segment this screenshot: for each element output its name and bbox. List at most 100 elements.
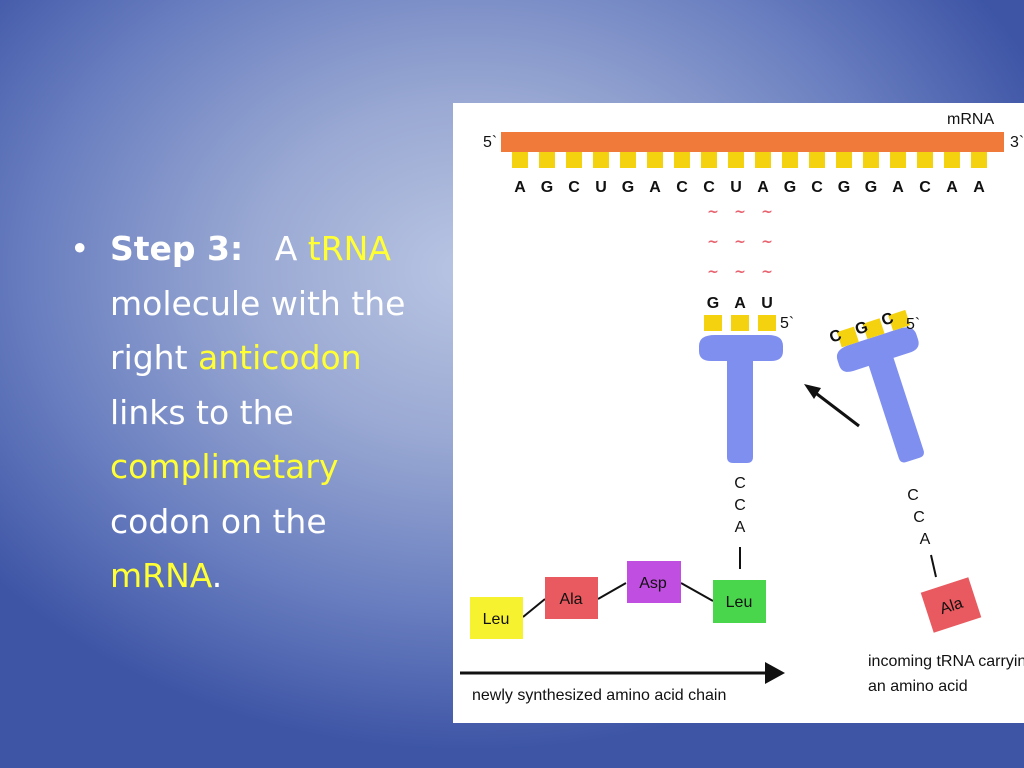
incoming-direction-arrow xyxy=(804,384,860,428)
bound-anticodon-letter: A xyxy=(734,295,746,312)
pairing-mark: ~ xyxy=(734,264,746,280)
mrna-base-tab xyxy=(674,152,690,168)
mrna-base-tab xyxy=(917,152,933,168)
mrna-base-letter: G xyxy=(622,179,634,196)
amino-acid-leu-1 xyxy=(470,597,523,639)
slide-text-block: • Step 3: A tRNA molecule with the right… xyxy=(70,222,450,604)
bound-anticodon-letter: G xyxy=(707,295,719,312)
highlight-complimetary: complimetary xyxy=(110,447,339,486)
bound-trna-tail: CCA xyxy=(734,475,746,536)
mrna-base-tab xyxy=(809,152,825,168)
mrna-base-letter: C xyxy=(919,179,931,196)
bound-anticodon-five-prime: 5` xyxy=(780,315,794,332)
mrna-base-tab xyxy=(890,152,906,168)
mrna-base-letter: U xyxy=(730,179,742,196)
mrna-base-tab xyxy=(728,152,744,168)
bound-anticodon-tab xyxy=(704,315,722,331)
bound-trna-shape xyxy=(699,335,783,463)
pairing-mark: ~ xyxy=(761,234,773,250)
mrna-base-letter: A xyxy=(757,179,769,196)
amino-acid-ala-label: Ala xyxy=(559,591,582,608)
step-label: Step 3: xyxy=(110,229,244,268)
codon-pairing-marks: ~~~~~~~~~ xyxy=(707,204,773,280)
pairing-mark: ~ xyxy=(761,204,773,220)
incoming-amino-acid-label: Ala xyxy=(938,595,965,618)
mrna-base-tab xyxy=(539,152,555,168)
pairing-mark: ~ xyxy=(734,234,746,250)
mrna-base-letter: A xyxy=(973,179,985,196)
amino-acid-leu-1-label: Leu xyxy=(483,611,510,628)
bound-anticodon-letter: U xyxy=(761,295,773,312)
bound-anticodon-tab xyxy=(731,315,749,331)
mrna-strand xyxy=(501,132,1004,152)
mrna-base-tab xyxy=(782,152,798,168)
text-line-2: molecule with the xyxy=(110,283,406,323)
chain-caption: newly synthesized amino acid chain xyxy=(472,687,726,704)
pairing-mark: ~ xyxy=(734,204,746,220)
mrna-base-letter: U xyxy=(595,179,607,196)
text-line-1: Step 3: A tRNA xyxy=(70,222,450,277)
mrna-five-prime-label: 5` xyxy=(483,134,497,151)
incoming-tail-letter: C xyxy=(913,509,925,526)
highlight-trna: tRNA xyxy=(307,229,391,268)
amino-acid-leu-2-label: Leu xyxy=(726,594,753,611)
incoming-anticodon-tab xyxy=(888,309,911,331)
mrna-base-tab xyxy=(647,152,663,168)
mrna-base-letter: A xyxy=(946,179,958,196)
incoming-anticodon-tab xyxy=(836,326,859,348)
incoming-caption-line-2: an amino acid xyxy=(868,678,968,695)
chain-direction-arrow xyxy=(460,662,785,684)
mrna-base-tab xyxy=(836,152,852,168)
mrna-base-letter: C xyxy=(703,179,715,196)
text-right: right xyxy=(110,338,199,377)
incoming-trna-shape xyxy=(836,327,924,463)
pairing-mark: ~ xyxy=(707,234,719,250)
mrna-base-letter: A xyxy=(892,179,904,196)
bound-tail-letter: C xyxy=(734,475,746,492)
bullet-point: • xyxy=(70,229,90,268)
incoming-trna-link xyxy=(930,554,937,578)
mrna-base-letter: C xyxy=(568,179,580,196)
text-line-6: codon on the xyxy=(110,501,327,541)
text-line-4: links to the xyxy=(110,392,294,432)
amino-acid-asp-label: Asp xyxy=(639,575,667,592)
incoming-anticodon-letter: C xyxy=(879,310,896,330)
incoming-tail-letter: C xyxy=(907,487,919,504)
mrna-base-tab xyxy=(971,152,987,168)
mrna-base-letter: C xyxy=(676,179,688,196)
text-period: . xyxy=(211,556,223,595)
incoming-anticodon-tabs xyxy=(836,309,911,348)
mrna-base-letter: G xyxy=(784,179,796,196)
mrna-base-tab xyxy=(944,152,960,168)
mrna-base-tab xyxy=(620,152,636,168)
mrna-base-tab xyxy=(701,152,717,168)
mrna-base-letter: G xyxy=(865,179,877,196)
mrna-base-letter: A xyxy=(649,179,661,196)
amino-acid-leu-2 xyxy=(713,580,766,623)
mrna-base-letter: G xyxy=(541,179,553,196)
incoming-anticodon-five-prime: 5` xyxy=(906,316,920,333)
mrna-base-tab xyxy=(593,152,609,168)
text-line-7: mRNA. xyxy=(70,549,450,604)
amino-acid-asp xyxy=(627,561,681,603)
mrna-base-tab xyxy=(566,152,582,168)
mrna-label: mRNA xyxy=(947,111,994,128)
amino-acid-ala xyxy=(545,577,598,619)
bound-tail-letter: C xyxy=(734,497,746,514)
incoming-anticodon-letter: G xyxy=(853,319,870,339)
incoming-amino-acid: Ala xyxy=(920,577,982,633)
incoming-anticodon-tab xyxy=(862,318,885,340)
mrna-base-letter: G xyxy=(838,179,850,196)
mrna-base-tab xyxy=(755,152,771,168)
bound-anticodon-tab xyxy=(758,315,776,331)
highlight-mrna: mRNA xyxy=(110,556,212,595)
mrna-base-tabs xyxy=(512,152,987,168)
highlight-anticodon: anticodon xyxy=(198,338,362,377)
incoming-trna-tail: CCA xyxy=(907,487,930,548)
